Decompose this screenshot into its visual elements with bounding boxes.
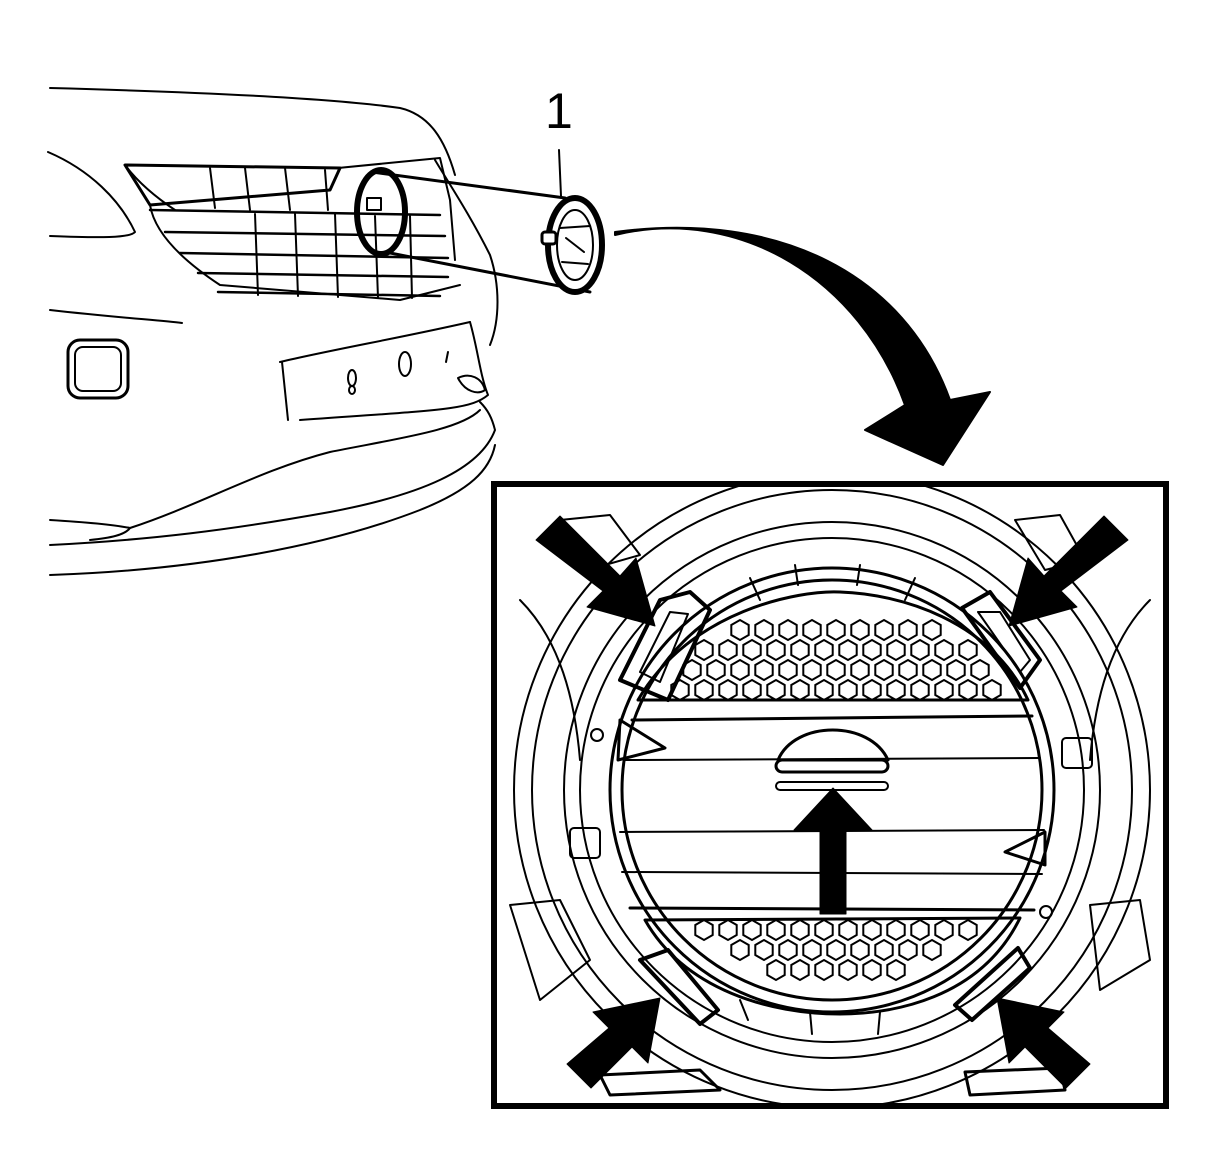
honeycomb-cell bbox=[754, 658, 774, 682]
honeycomb-cell bbox=[862, 918, 882, 942]
honeycomb-cell bbox=[802, 938, 822, 962]
honeycomb-cell bbox=[814, 958, 834, 982]
honeycomb-cell bbox=[682, 658, 702, 682]
honeycomb-cell bbox=[730, 938, 750, 962]
honeycomb-cell bbox=[670, 678, 690, 702]
honeycomb-cell bbox=[850, 658, 870, 682]
honeycomb-cell bbox=[958, 678, 978, 702]
component-cylinder-exploded bbox=[354, 149, 605, 295]
honeycomb-cell bbox=[694, 678, 714, 702]
honeycomb-cell bbox=[922, 618, 942, 642]
honeycomb-cell bbox=[838, 638, 858, 662]
honeycomb-cell bbox=[766, 678, 786, 702]
honeycomb-cell bbox=[922, 658, 942, 682]
honeycomb-cell bbox=[898, 658, 918, 682]
callout-1-label: 1 bbox=[545, 83, 573, 139]
push-arrow-icon bbox=[535, 515, 656, 627]
honeycomb-cell bbox=[910, 918, 930, 942]
honeycomb-cell bbox=[790, 638, 810, 662]
honeycomb-cell bbox=[754, 618, 774, 642]
honeycomb-cell bbox=[742, 678, 762, 702]
honeycomb-cell bbox=[814, 678, 834, 702]
honeycomb-cell bbox=[910, 678, 930, 702]
honeycomb-cell bbox=[718, 638, 738, 662]
honeycomb-cell bbox=[982, 678, 1002, 702]
honeycomb-cell bbox=[934, 918, 954, 942]
honeycomb-cell bbox=[730, 618, 750, 642]
honeycomb-cell bbox=[826, 618, 846, 642]
honeycomb-cell bbox=[766, 958, 786, 982]
honeycomb-cell bbox=[790, 678, 810, 702]
honeycomb-cell bbox=[790, 918, 810, 942]
honeycomb-cell bbox=[814, 638, 834, 662]
honeycomb-cell bbox=[850, 938, 870, 962]
push-arrow-icon bbox=[793, 787, 873, 915]
honeycomb-cell bbox=[802, 658, 822, 682]
honeycomb-cell bbox=[946, 658, 966, 682]
honeycomb-cell bbox=[778, 658, 798, 682]
honeycomb-cell bbox=[718, 918, 738, 942]
honeycomb-cell bbox=[874, 618, 894, 642]
honeycomb-cell bbox=[958, 918, 978, 942]
honeycomb-cell bbox=[694, 638, 714, 662]
honeycomb-cell bbox=[862, 958, 882, 982]
curved-arrow-icon bbox=[614, 226, 991, 466]
honeycomb-cell bbox=[718, 678, 738, 702]
honeycomb-cell bbox=[790, 958, 810, 982]
honeycomb-cell bbox=[778, 938, 798, 962]
detail-inset bbox=[491, 481, 1169, 1109]
honeycomb-cell bbox=[886, 958, 906, 982]
honeycomb-cell bbox=[874, 938, 894, 962]
honeycomb-cell bbox=[766, 918, 786, 942]
honeycomb-cell bbox=[754, 938, 774, 962]
honeycomb-cell bbox=[934, 638, 954, 662]
honeycomb-cell bbox=[886, 678, 906, 702]
honeycomb-cell bbox=[766, 638, 786, 662]
honeycomb-cell bbox=[802, 618, 822, 642]
honeycomb-cell bbox=[742, 918, 762, 942]
honeycomb-cell bbox=[826, 938, 846, 962]
vehicle-front-bumper bbox=[47, 87, 499, 576]
honeycomb-cell bbox=[874, 658, 894, 682]
push-arrow-icon bbox=[1008, 515, 1129, 627]
honeycomb-cell bbox=[886, 918, 906, 942]
honeycomb-cell bbox=[838, 918, 858, 942]
upper-grille-honeycomb bbox=[670, 618, 1002, 702]
honeycomb-cell bbox=[862, 678, 882, 702]
honeycomb-cell bbox=[706, 658, 726, 682]
honeycomb-cell bbox=[970, 658, 990, 682]
push-arrow-icon bbox=[566, 997, 661, 1089]
honeycomb-cell bbox=[826, 658, 846, 682]
honeycomb-cell bbox=[838, 678, 858, 702]
honeycomb-cell bbox=[922, 938, 942, 962]
honeycomb-cell bbox=[742, 638, 762, 662]
honeycomb-cell bbox=[898, 938, 918, 962]
honeycomb-cell bbox=[886, 638, 906, 662]
push-arrow-icon bbox=[996, 997, 1091, 1089]
honeycomb-cell bbox=[778, 618, 798, 642]
honeycomb-cell bbox=[934, 678, 954, 702]
lower-grille-honeycomb bbox=[694, 918, 978, 982]
honeycomb-cell bbox=[958, 638, 978, 662]
honeycomb-cell bbox=[862, 638, 882, 662]
honeycomb-cell bbox=[730, 658, 750, 682]
honeycomb-cell bbox=[910, 638, 930, 662]
honeycomb-cell bbox=[694, 918, 714, 942]
honeycomb-cell bbox=[898, 618, 918, 642]
honeycomb-cell bbox=[814, 918, 834, 942]
honeycomb-cell bbox=[838, 958, 858, 982]
honeycomb-cell bbox=[850, 618, 870, 642]
